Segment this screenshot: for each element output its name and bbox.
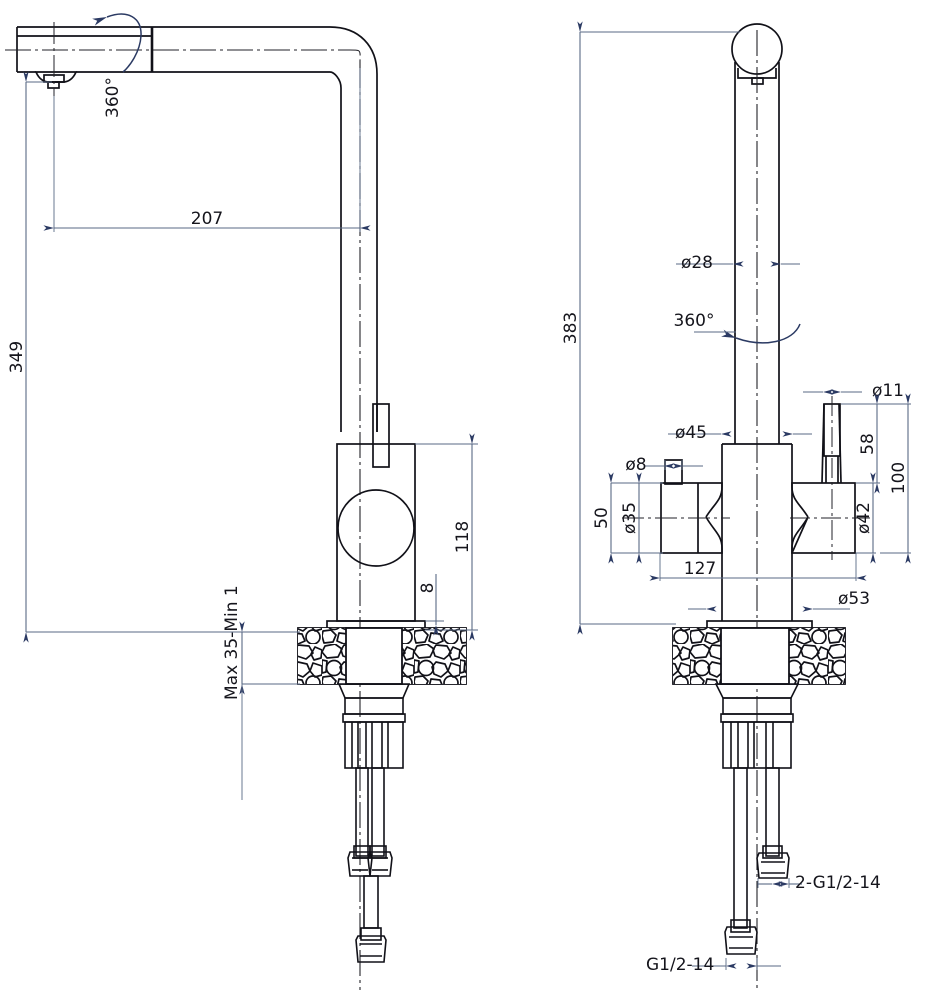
spout-centerline-arc bbox=[349, 49, 361, 63]
dim-207: 207 bbox=[43, 68, 371, 232]
dim-label-58: 58 bbox=[858, 433, 878, 455]
dim-label-207: 207 bbox=[191, 209, 223, 229]
dim-label-dia35: ø35 bbox=[620, 502, 640, 534]
dim-label-thread-twin: 2-G1/2-14 bbox=[795, 873, 881, 893]
leader-thread-twin: 2-G1/2-14 bbox=[757, 873, 881, 893]
countertop-slab-side bbox=[672, 627, 846, 685]
dim-label-50: 50 bbox=[592, 507, 612, 529]
rotation-label-side: 360° bbox=[674, 311, 715, 331]
dim-dia11: ø11 bbox=[803, 381, 904, 401]
dim-label-8: 8 bbox=[418, 583, 438, 594]
dim-100: 100 bbox=[880, 393, 911, 564]
dim-label-dia42: ø42 bbox=[854, 502, 874, 534]
dim-8: 8 bbox=[418, 574, 444, 636]
dim-label-349: 349 bbox=[7, 341, 27, 373]
dim-label-thread-single: G1/2-14 bbox=[646, 955, 714, 975]
dim-dia53: ø53 bbox=[688, 589, 870, 612]
dim-label-dia28: ø28 bbox=[681, 253, 713, 273]
cartridge-stem-front bbox=[372, 403, 390, 468]
countertop-slab-front bbox=[297, 627, 467, 685]
dim-label-383: 383 bbox=[561, 312, 581, 344]
column-outline-side bbox=[734, 62, 780, 444]
dim-dia42: ø42 bbox=[854, 472, 876, 564]
rotation-label-front: 360° bbox=[103, 77, 123, 118]
dim-label-100: 100 bbox=[889, 462, 909, 494]
dim-127: 127 bbox=[649, 553, 867, 581]
spout-arm-outline bbox=[16, 26, 330, 73]
dim-counter-thickness: Max 35-Min 1 bbox=[222, 585, 300, 800]
dim-label-dia8: ø8 bbox=[625, 455, 646, 475]
leader-thread-single: G1/2-14 bbox=[646, 955, 781, 975]
dim-dia35: ø35 bbox=[620, 472, 663, 564]
undercounter-assembly-side bbox=[714, 683, 800, 955]
dim-label-dia53: ø53 bbox=[838, 589, 870, 609]
front-view: 360° bbox=[5, 13, 478, 990]
dim-dia45: ø45 bbox=[668, 423, 812, 443]
dim-label-dia11: ø11 bbox=[872, 381, 904, 401]
dim-dia8: ø8 bbox=[625, 455, 703, 475]
dim-label-118: 118 bbox=[453, 521, 473, 553]
spout-column-outline bbox=[329, 26, 378, 432]
side-view: 383 ø28 360° ø45 ø8 bbox=[561, 21, 911, 990]
mixer-handle-side bbox=[790, 396, 870, 560]
dim-349: 349 bbox=[7, 71, 300, 643]
dim-label-dia45: ø45 bbox=[675, 423, 707, 443]
dim-dia28: ø28 bbox=[676, 253, 800, 273]
rotation-symbol-front bbox=[92, 13, 142, 73]
undercounter-assembly-front bbox=[337, 683, 411, 963]
dim-label-counter-thickness: Max 35-Min 1 bbox=[222, 585, 242, 700]
dim-label-127: 127 bbox=[684, 559, 716, 579]
dim-383: 383 bbox=[561, 21, 740, 635]
rotation-symbol-side bbox=[694, 323, 801, 344]
